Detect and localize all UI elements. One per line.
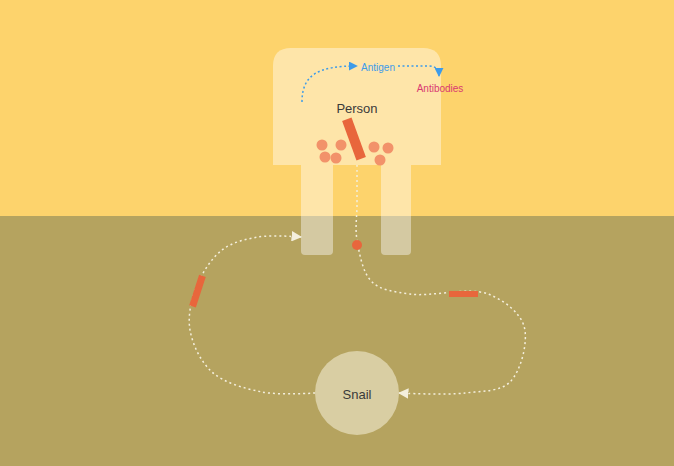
larva-shape	[449, 291, 478, 297]
egg	[336, 140, 347, 151]
egg	[320, 152, 331, 163]
egg	[317, 140, 328, 151]
sky-ground	[0, 0, 674, 216]
node-text-block: Snail	[315, 385, 399, 403]
worm-shape	[342, 118, 366, 161]
egg-dot	[352, 240, 362, 250]
node-title: Snail	[343, 387, 372, 402]
egg	[331, 153, 342, 164]
label-holder: Antibodies	[417, 78, 464, 96]
soil-ground	[0, 216, 674, 466]
cycle-arrow	[189, 236, 315, 394]
antibody-label: Antibodies	[417, 83, 464, 94]
node-text-block: Person	[273, 99, 441, 117]
node-title: Person	[336, 101, 377, 116]
antibody-arrow	[398, 66, 439, 76]
egg	[383, 143, 394, 154]
egg	[369, 142, 380, 153]
label-holder: Antigen	[361, 57, 395, 75]
person-leg	[381, 165, 411, 255]
person-shape: Person	[273, 48, 441, 255]
snail-circle: Snail	[315, 351, 399, 435]
antigen-label: Antigen	[361, 62, 395, 73]
antigen-arrow	[302, 66, 357, 102]
person-leg	[301, 165, 333, 255]
cercaria-shape	[189, 275, 206, 308]
person-body	[273, 48, 441, 165]
egg	[375, 155, 386, 166]
snail-body	[315, 351, 399, 435]
person-illustration	[273, 48, 441, 255]
